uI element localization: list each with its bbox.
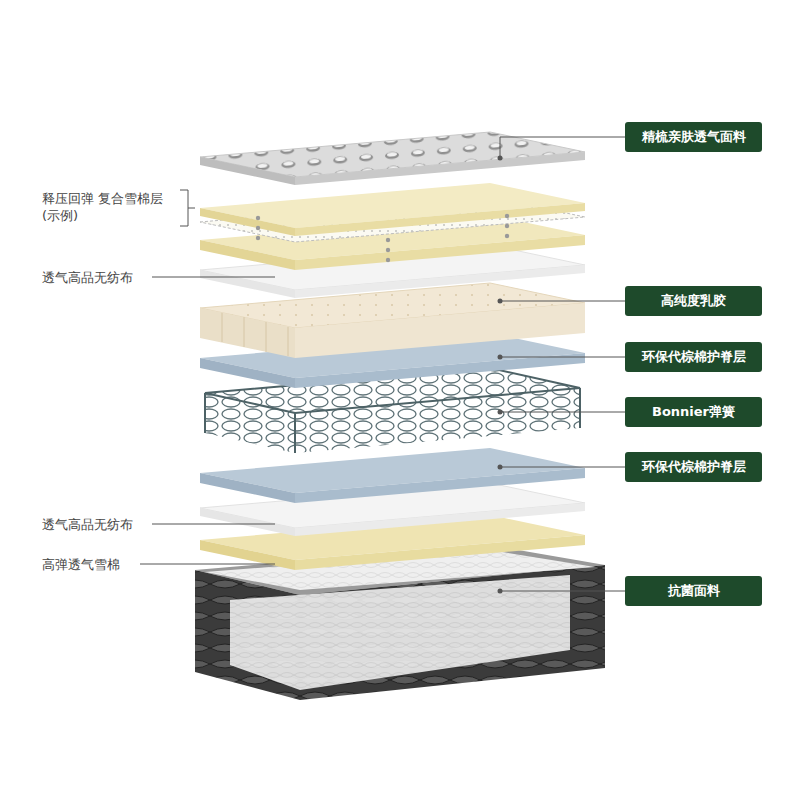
callout-text: 抗菌面料 [668, 582, 720, 600]
callout-text: 环保代棕棉护脊层 [642, 458, 746, 476]
part-label: 透气高品无纺布 [42, 269, 133, 286]
part-label: 高弹透气雪棉 [42, 556, 120, 573]
callout-text: 精梳亲肤透气面料 [642, 128, 746, 146]
part-label: 透气高品无纺布 [42, 516, 133, 533]
callout-text: 高纯度乳胶 [661, 292, 726, 310]
part-label: 释压回弹 复合雪棉层(示例) [42, 190, 174, 224]
callout-box: 环保代棕棉护脊层 [625, 342, 762, 372]
callout-box: 抗菌面料 [625, 576, 762, 606]
callout-box: 环保代棕棉护脊层 [625, 452, 762, 482]
callout-text: Bonnier弹簧 [652, 403, 735, 421]
callout-box: 高纯度乳胶 [625, 286, 762, 316]
callout-box: 精梳亲肤透气面料 [625, 122, 762, 152]
callout-text: 环保代棕棉护脊层 [642, 348, 746, 366]
callout-box: Bonnier弹簧 [625, 397, 762, 427]
